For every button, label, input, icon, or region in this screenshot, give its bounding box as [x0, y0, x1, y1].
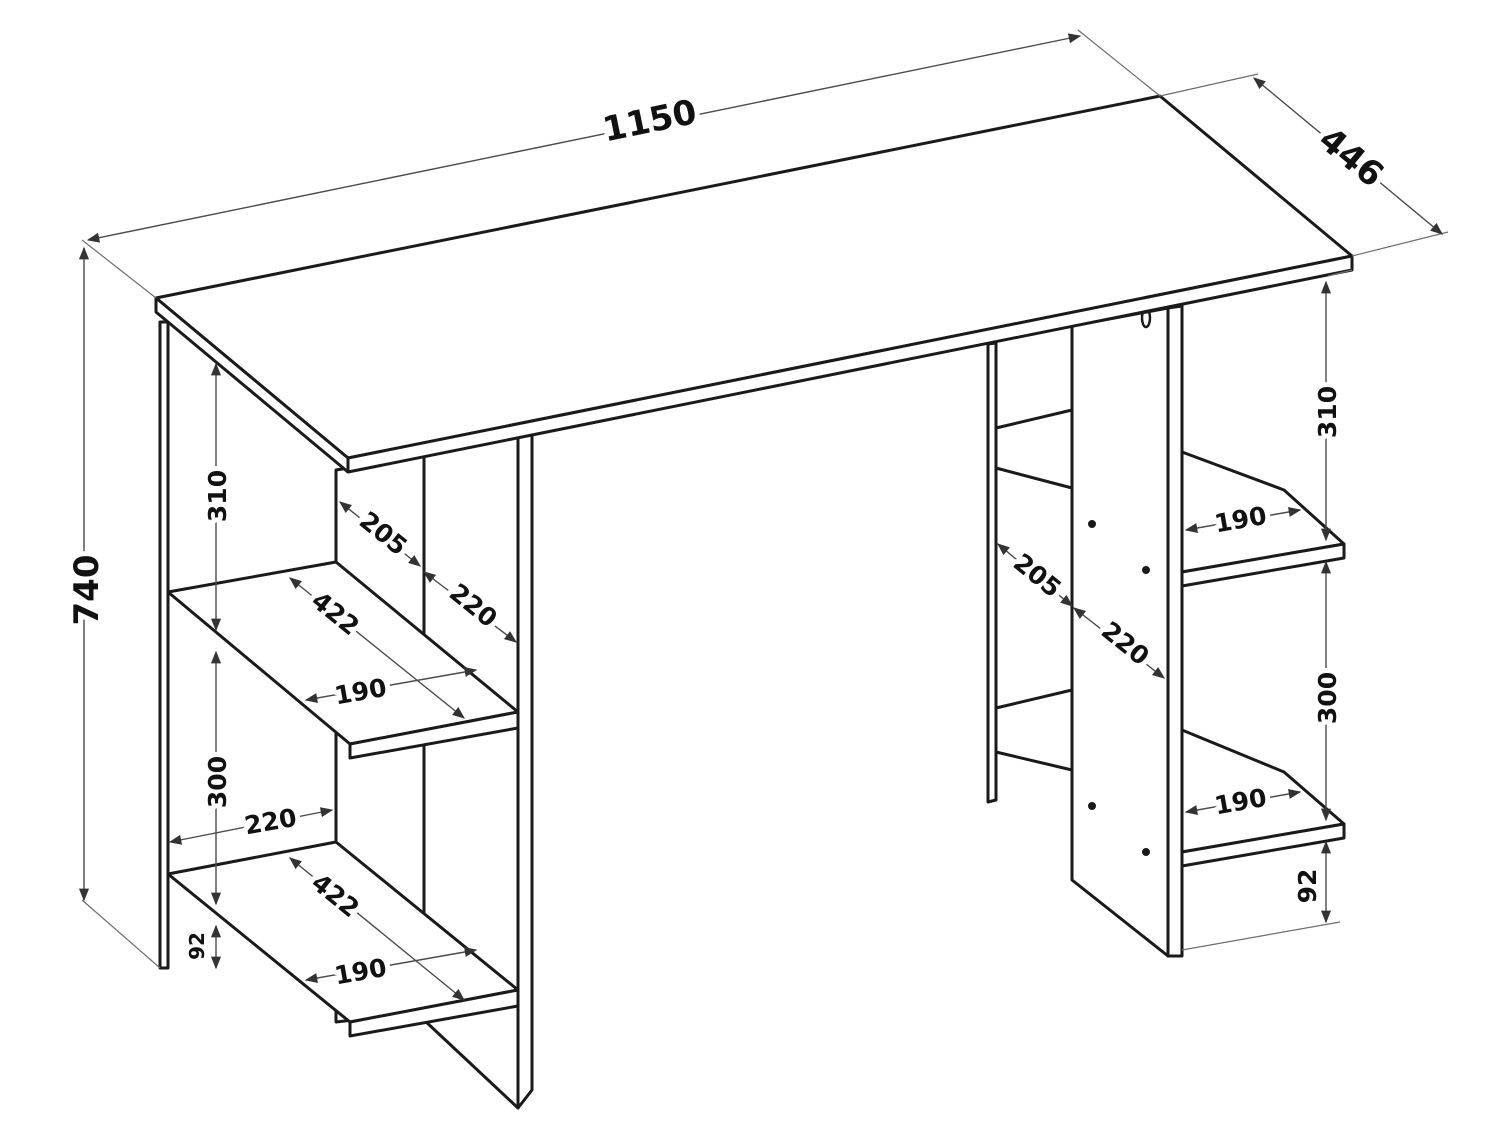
- left-front-upright: [516, 432, 534, 1110]
- left-side-panel: [158, 320, 170, 970]
- label-right-lower-gap: 300: [1313, 672, 1342, 724]
- label-right-bottom-gap: 92: [1293, 869, 1322, 904]
- label-depth: 446: [1311, 120, 1391, 196]
- dim-line-width: [86, 33, 1082, 243]
- right-lower-shelf: [994, 688, 1074, 772]
- label-right-upper-gap: 310: [1313, 386, 1342, 438]
- hole-3: [1088, 802, 1096, 810]
- dim-line-depth: [1253, 77, 1443, 235]
- left-upper-shelf-front: [348, 710, 520, 760]
- desktop-left-edge: [154, 296, 350, 474]
- label-width: 1150: [599, 92, 700, 150]
- left-lower-shelf: [166, 840, 520, 1024]
- right-side-panel: [1166, 304, 1184, 958]
- dimension-lines: [78, 29, 1449, 1001]
- label-left-upper-gap: 310: [203, 470, 232, 522]
- label-left-lower-gap: 300: [203, 756, 232, 808]
- right-outer-lower-shelf-front: [1180, 822, 1346, 868]
- label-height: 740: [67, 555, 107, 626]
- right-upper-shelf: [994, 408, 1074, 490]
- hole-2: [1142, 566, 1150, 574]
- label-left-lower-width: 220: [242, 803, 298, 841]
- hole-1: [1088, 520, 1096, 528]
- right-outer-upper-shelf-front: [1180, 542, 1346, 588]
- hole-4: [1142, 848, 1150, 856]
- label-left-bottom-gap: 92: [185, 932, 209, 960]
